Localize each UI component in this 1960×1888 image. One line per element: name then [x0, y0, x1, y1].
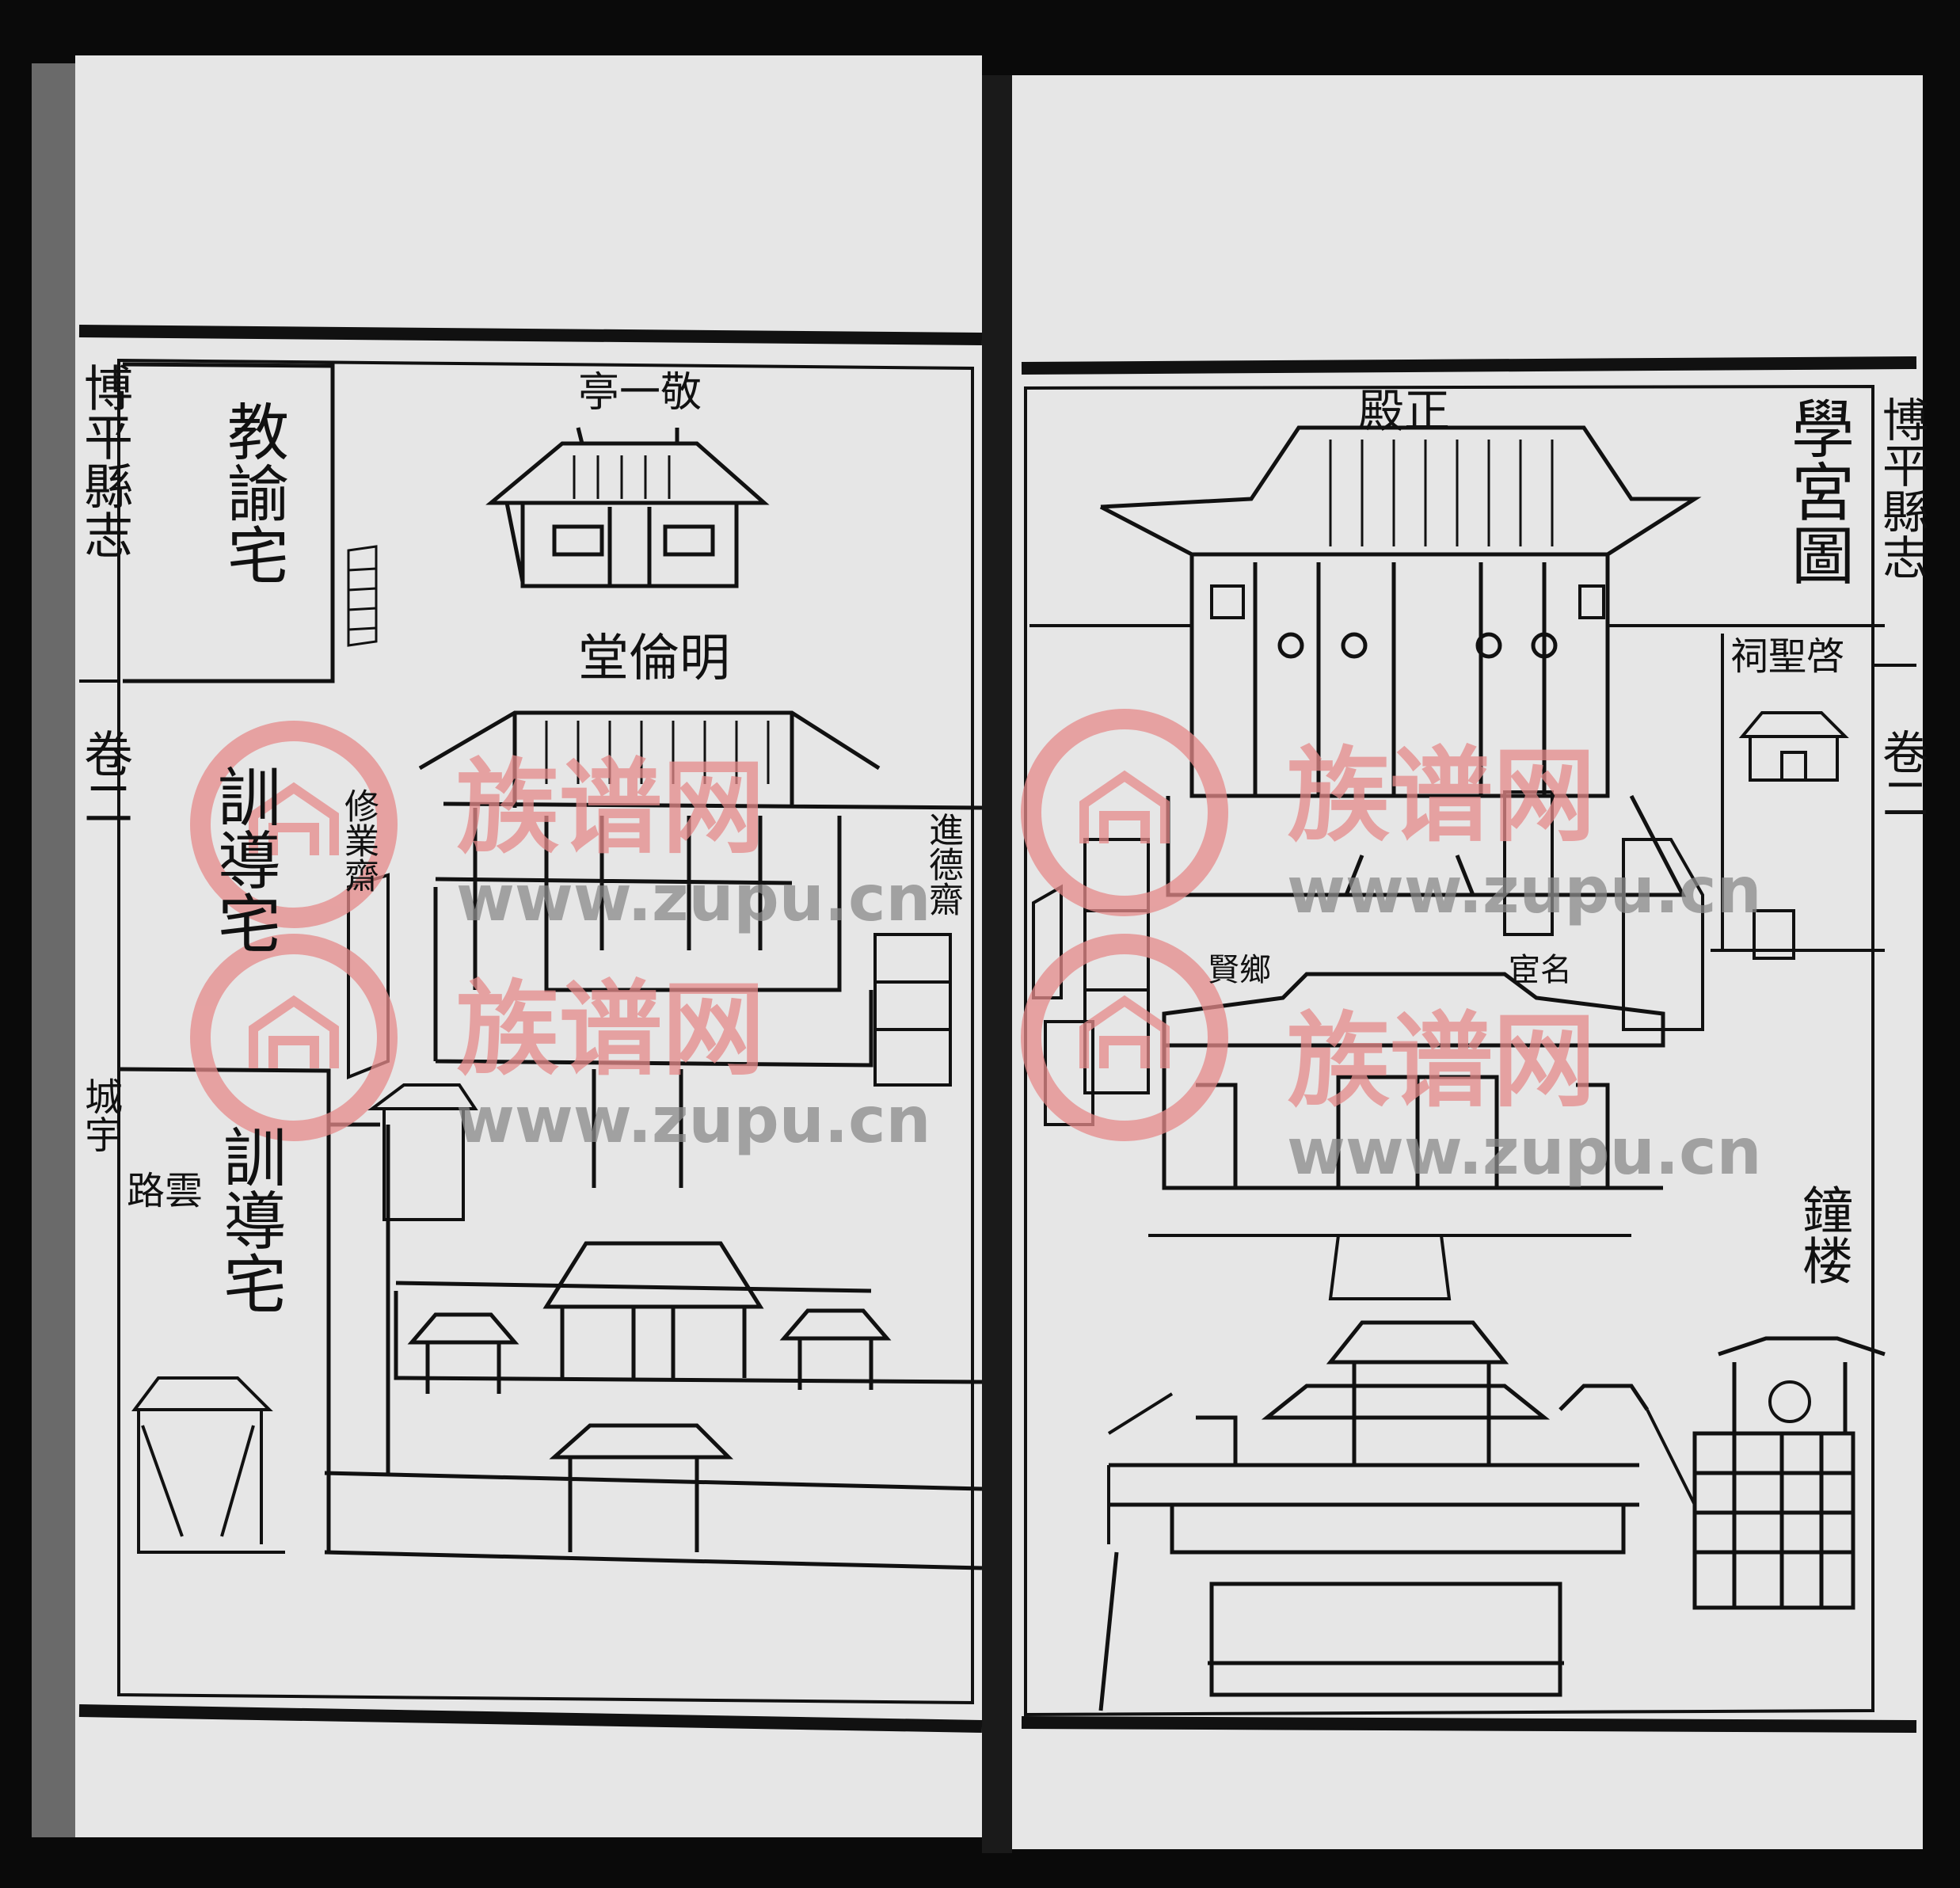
right-bottom-rule	[1021, 1716, 1917, 1733]
watermark-brand: 族谱网	[1287, 736, 1597, 856]
label-jiaoyu-residence: 教諭宅	[217, 400, 288, 585]
right-top-rule	[1021, 356, 1917, 375]
right-margin-col	[1871, 386, 1916, 1711]
watermark-seal-icon	[190, 721, 398, 928]
shrine-hall-drawing	[1162, 972, 1665, 1190]
label-xundao-residence-2: 訓導宅	[213, 1125, 287, 1315]
book-spine	[982, 75, 1012, 1853]
watermark-seal-icon	[190, 934, 398, 1141]
watermark-brand: 族谱网	[456, 748, 766, 868]
label-yunlu-gate: 路雲	[127, 1169, 204, 1213]
gate-drawing	[542, 1241, 764, 1378]
label-jinde-studio: 進德齋	[923, 812, 963, 916]
watermark-seal-icon	[1021, 709, 1228, 916]
label-bell-tower: 鐘楼	[1794, 1184, 1852, 1285]
left-bottom-rule	[78, 1704, 983, 1733]
label-minglun-hall: 堂倫明	[578, 630, 730, 688]
left-top-rule	[78, 325, 983, 345]
left-margin-section: 城宇	[78, 1077, 122, 1153]
watermark-brand: 族谱网	[1287, 1001, 1597, 1121]
left-margin-volume: 卷二	[75, 729, 133, 827]
watermark-url: www.zupu.cn	[456, 1083, 931, 1157]
pond-drawing	[1208, 1582, 1564, 1697]
minglun-hall-drawing	[418, 710, 983, 1068]
right-margin-book-title: 博平縣志	[1874, 396, 1928, 580]
left-page-edge	[32, 63, 79, 1837]
main-hall-drawing	[1099, 425, 1702, 897]
watermark-brand: 族谱网	[456, 969, 766, 1090]
watermark-seals	[190, 709, 1228, 1141]
left-page	[75, 55, 982, 1837]
left-margin-col	[79, 360, 120, 1695]
watermark-url: www.zupu.cn	[456, 862, 931, 935]
jiaoyu-residence-box	[122, 362, 335, 683]
watermark-seal-icon	[1021, 934, 1228, 1141]
right-margin-volume: 卷二	[1874, 729, 1928, 820]
bell-tower-drawing	[1692, 1336, 1886, 1610]
label-map-title: 學宮圖	[1781, 396, 1855, 586]
label-xiangxian-shrine: 賢鄉	[1208, 952, 1271, 988]
qisheng-shrine-drawing	[1738, 711, 1849, 782]
yunlu-gate-drawing	[131, 1376, 285, 1554]
gate-complex-drawing	[1098, 1320, 1650, 1711]
watermark-url: www.zupu.cn	[1287, 1115, 1762, 1189]
label-main-hall: 殿正	[1358, 384, 1451, 438]
label-jingyi-pavilion: 亭一敬	[578, 369, 702, 417]
label-minghuan-shrine: 宦名	[1509, 952, 1572, 988]
left-margin-book-title: 博平縣志	[75, 363, 133, 559]
label-xiuye-studio: 修業齋	[338, 788, 379, 893]
watermark-url: www.zupu.cn	[1287, 854, 1762, 927]
jingyi-pavilion-drawing	[485, 427, 770, 588]
label-qisheng-shrine: 祠聖啓	[1730, 634, 1845, 679]
label-xundao-residence-1: 訓導宅	[207, 764, 281, 954]
